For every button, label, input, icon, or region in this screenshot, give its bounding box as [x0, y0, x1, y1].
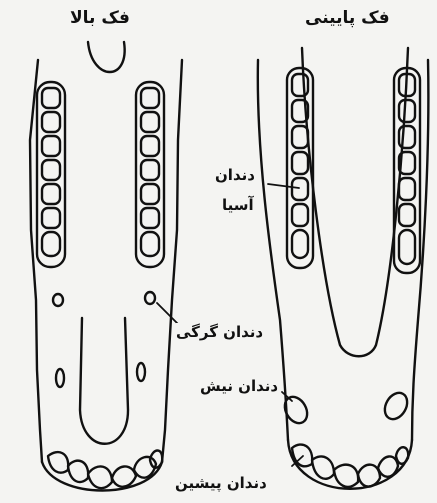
wolf-tooth-leader-line: [157, 303, 178, 324]
upper-left-wolf-tooth: [53, 294, 63, 306]
molar-label-line1: دندان: [215, 166, 255, 184]
upper-right-wolf-tooth: [145, 292, 155, 304]
upper-jaw-left-molar-row: [37, 82, 65, 267]
molar-leader-line: [268, 184, 299, 188]
lower-jaw-outline: [258, 48, 429, 440]
lower-right-canine: [380, 389, 411, 423]
upper-jaw-title: فک بالا: [70, 8, 130, 28]
upper-jaw-right-molar-row: [136, 82, 164, 267]
upper-right-canine: [137, 363, 145, 381]
incisor-label: دندان پیشین: [175, 474, 267, 492]
molar-label-line2: آسیا: [222, 196, 254, 214]
lower-jaw-right-molar-row: [394, 68, 420, 273]
lower-jaw-title: فک پایینی: [305, 8, 390, 28]
upper-incisors: [42, 451, 162, 491]
lower-incisors: [288, 440, 412, 489]
lower-jaw-left-molar-row: [287, 68, 313, 268]
wolf-tooth-label: دندان گرگی: [176, 323, 263, 341]
canine-label: دندان نیش: [200, 377, 278, 395]
upper-left-canine: [56, 369, 64, 387]
